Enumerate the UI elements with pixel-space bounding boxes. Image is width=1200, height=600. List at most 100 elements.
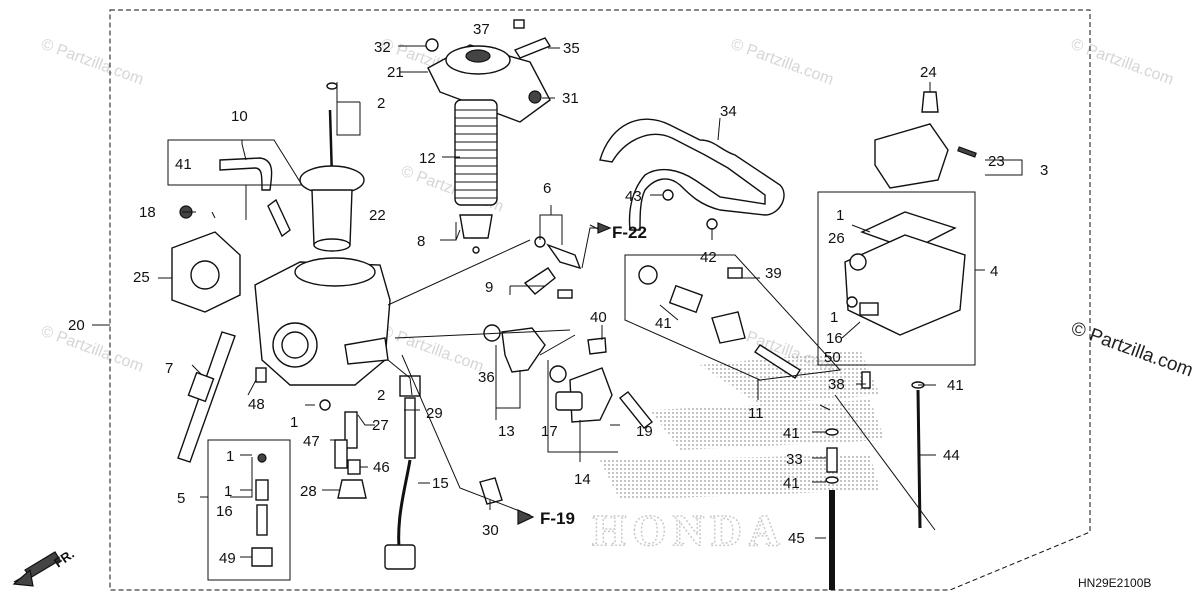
oring-14 xyxy=(549,365,567,383)
callout-45: 45 xyxy=(788,530,805,547)
figure-code: HN29E2100B xyxy=(1078,576,1151,590)
watermark: © Partzilla.com xyxy=(379,323,486,376)
callout-40: 40 xyxy=(590,309,607,326)
callout-1: 1 xyxy=(224,483,232,500)
callout-30: 30 xyxy=(482,522,499,539)
callout-42: 42 xyxy=(700,249,717,266)
callout-4: 4 xyxy=(990,263,998,280)
leader xyxy=(336,45,560,136)
top-cover xyxy=(427,44,551,123)
callout-39: 39 xyxy=(765,265,782,282)
watermark: © Partzilla.com xyxy=(39,323,146,376)
callout-46: 46 xyxy=(373,459,390,476)
callout-11: 11 xyxy=(748,405,764,422)
callout-12: 12 xyxy=(419,150,436,167)
leader xyxy=(92,324,430,491)
hose-34 xyxy=(599,118,785,231)
callout-16: 16 xyxy=(216,503,233,520)
callout-14: 14 xyxy=(574,471,591,488)
bracket-35 xyxy=(513,37,552,59)
connector-17 xyxy=(555,391,583,411)
fitting-33 xyxy=(826,447,838,473)
box-14 xyxy=(547,360,618,453)
callout-41: 41 xyxy=(655,315,672,332)
diagram-frame xyxy=(109,9,1091,591)
plug-11 xyxy=(638,265,658,285)
screw-small xyxy=(319,399,331,411)
callout-49: 49 xyxy=(219,550,236,567)
hose-10 xyxy=(219,157,273,191)
arrow-f22-head xyxy=(597,222,612,234)
box-3-float xyxy=(817,191,976,366)
screw-50 xyxy=(859,302,879,316)
spring-12 xyxy=(454,99,498,206)
screw-16 xyxy=(256,504,268,536)
callout-47: 47 xyxy=(303,433,320,450)
box-11 xyxy=(624,254,842,381)
callout-20: 20 xyxy=(68,317,85,334)
watermark: © Partzilla.com xyxy=(729,36,836,89)
callout-24: 24 xyxy=(920,64,937,81)
wing-shape xyxy=(600,455,880,500)
callout-9: 9 xyxy=(485,279,493,296)
callout-13: 13 xyxy=(498,423,515,440)
callout-19: 19 xyxy=(636,423,653,440)
brand-watermark: HONDA xyxy=(592,506,786,555)
jet-47 xyxy=(334,439,348,469)
fitting-10 xyxy=(267,198,291,238)
callout-43: 43 xyxy=(625,188,642,205)
actuator-13 xyxy=(501,327,546,373)
callout-7: 7 xyxy=(165,360,173,377)
callout-48: 48 xyxy=(248,396,265,413)
callout-1: 1 xyxy=(290,414,298,431)
sensor-head xyxy=(399,375,421,397)
leader xyxy=(812,224,985,539)
body-top-ring xyxy=(294,257,376,287)
screw-16-bowl xyxy=(846,296,858,308)
oring-1 xyxy=(257,453,267,463)
callout-6: 6 xyxy=(543,180,551,197)
leader-lines xyxy=(92,45,1023,558)
box-5 xyxy=(207,439,291,581)
cover-25-boss xyxy=(190,260,220,290)
callout-25: 25 xyxy=(133,269,150,286)
callout-33: 33 xyxy=(786,451,803,468)
clip-41-b xyxy=(825,476,839,484)
tube-44 xyxy=(916,389,922,529)
spring-body xyxy=(454,99,498,206)
callout-10: 10 xyxy=(231,108,248,125)
clip-42 xyxy=(706,218,718,230)
piston-base xyxy=(313,238,351,252)
watermark-layer: © Partzilla.com © Partzilla.com © Partzi… xyxy=(39,36,1196,382)
needle-clip-top xyxy=(326,82,338,90)
jet-28 xyxy=(337,479,367,499)
callout-1: 1 xyxy=(830,309,838,326)
bolt-19 xyxy=(619,391,653,429)
top-cover-hole xyxy=(465,49,491,63)
leader xyxy=(440,156,601,245)
watermark: © Partzilla.com xyxy=(39,36,146,89)
leader xyxy=(489,345,521,510)
assembly-11 xyxy=(638,265,801,379)
float-bowl-4 xyxy=(844,211,966,336)
callout-32: 32 xyxy=(374,39,391,56)
cap-49 xyxy=(251,547,273,567)
jet-46 xyxy=(347,459,361,475)
callout-28: 28 xyxy=(300,483,317,500)
callout-15: 15 xyxy=(432,475,449,492)
screw-48 xyxy=(255,367,267,383)
valve-6 xyxy=(546,243,582,270)
jet-27 xyxy=(344,411,358,449)
watermark-large: © Partzilla.com xyxy=(1068,318,1195,382)
callout-2: 2 xyxy=(377,95,385,112)
leader xyxy=(200,454,253,558)
callout-1: 1 xyxy=(226,448,234,465)
callout-44: 44 xyxy=(943,447,960,464)
callout-27: 27 xyxy=(372,417,389,434)
callout-38: 38 xyxy=(828,376,845,393)
stack-5 xyxy=(251,453,273,567)
arrow-f22-line xyxy=(581,227,600,269)
callout-41: 41 xyxy=(947,377,964,394)
front-label: FR. xyxy=(51,546,77,570)
